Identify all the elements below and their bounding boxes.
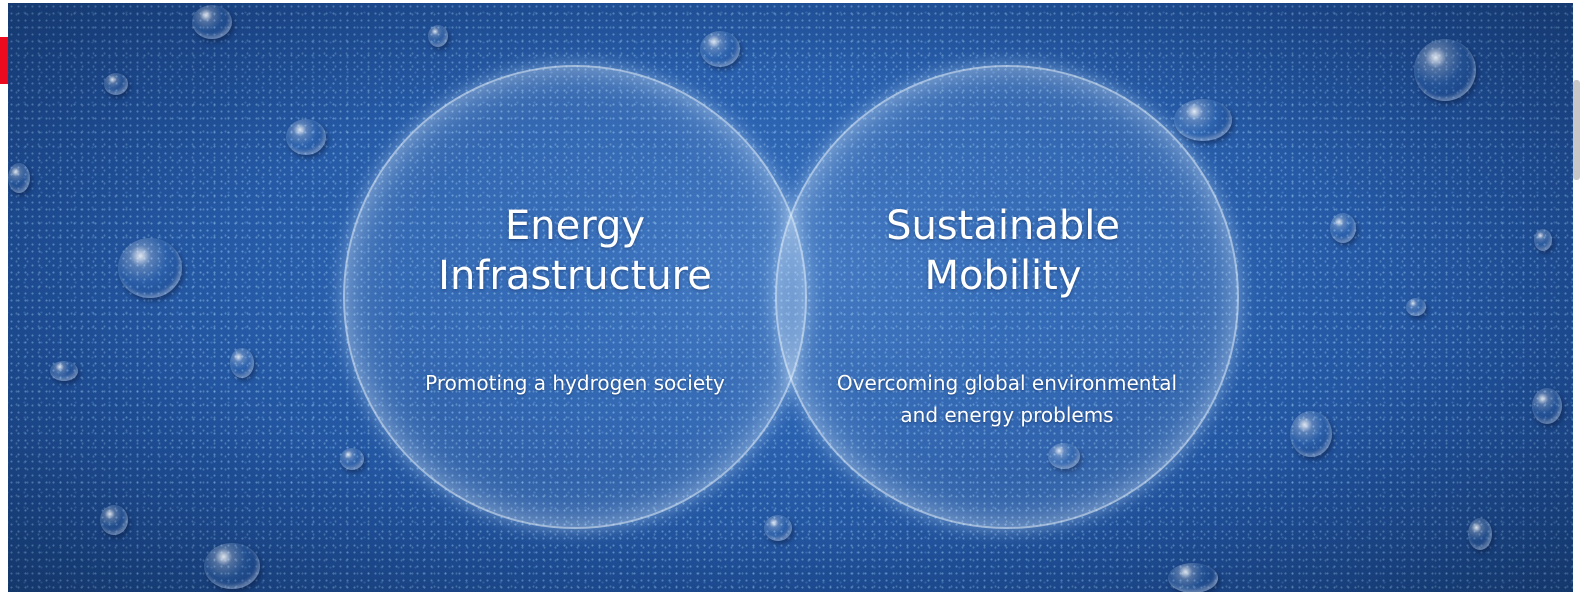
water-droplet — [104, 73, 128, 95]
water-droplet — [8, 163, 30, 193]
water-droplet — [764, 515, 792, 541]
water-droplet — [428, 25, 448, 47]
water-droplet — [204, 543, 260, 589]
water-droplet — [1468, 518, 1492, 550]
bubble-title-line: Mobility — [924, 253, 1082, 299]
water-droplet — [192, 5, 232, 39]
bubble-title-line: Infrastructure — [438, 253, 712, 299]
water-droplet — [50, 361, 78, 381]
water-droplet — [100, 505, 128, 535]
bubble-subtitle-line: Overcoming global environmental — [836, 371, 1178, 395]
water-droplet — [1168, 563, 1218, 592]
water-droplet — [286, 119, 326, 155]
water-droplet — [230, 348, 254, 378]
bubble-subtitle: Overcoming global environmental and ener… — [777, 367, 1237, 431]
water-droplet — [1406, 298, 1426, 316]
water-droplet — [1532, 388, 1562, 424]
red-accent-tab[interactable] — [0, 37, 8, 84]
bubble-title: Sustainable Mobility — [773, 201, 1233, 301]
bubble-title: Energy Infrastructure — [345, 201, 805, 301]
bubble-title-line: Sustainable — [886, 203, 1120, 249]
water-droplet — [700, 31, 740, 67]
water-droplet — [118, 238, 182, 298]
bubble-subtitle-line: Promoting a hydrogen society — [425, 371, 725, 395]
water-droplet — [1534, 229, 1552, 251]
water-droplet — [340, 448, 364, 470]
water-droplet — [1290, 411, 1332, 457]
water-droplet — [1174, 99, 1232, 141]
bubble-subtitle: Promoting a hydrogen society — [345, 367, 805, 399]
bubble-title-line: Energy — [504, 203, 646, 249]
bubble-subtitle-line: and energy problems — [900, 403, 1114, 427]
water-droplet — [1330, 213, 1356, 243]
scrollbar-thumb[interactable] — [1573, 80, 1580, 180]
energy-infrastructure-bubble[interactable]: Energy Infrastructure Promoting a hydrog… — [343, 65, 807, 529]
hero-banner: Energy Infrastructure Promoting a hydrog… — [8, 3, 1573, 592]
sustainable-mobility-bubble[interactable]: Sustainable Mobility Overcoming global e… — [775, 65, 1239, 529]
water-droplet — [1414, 39, 1476, 101]
